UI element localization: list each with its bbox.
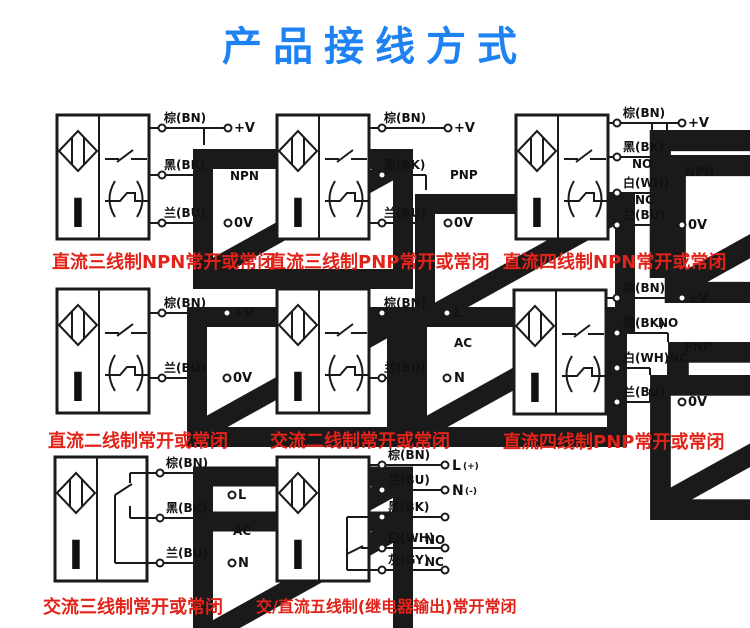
diagram-dc-4wire-npn: 棕(BN) 黑(BK) 白(WH) 兰(BU) NO NC +V 0V NPN … bbox=[498, 100, 750, 270]
wire-label-brown: 棕(BN) bbox=[383, 110, 426, 125]
ac-label: AC bbox=[454, 336, 472, 350]
wiring-diagram-svg: 棕(BN) 兰(BU) +V 0V bbox=[55, 287, 258, 425]
wire-label-blue: 兰(BU) bbox=[623, 207, 665, 222]
wire-label-white: 白(WH)NC bbox=[623, 350, 688, 365]
sensor-body bbox=[55, 113, 151, 241]
output-type-label: NPN bbox=[230, 169, 259, 183]
wire-label-blue: 兰(BU) bbox=[384, 205, 426, 220]
diagram-caption: 直流二线制常开或常闭 bbox=[48, 431, 228, 452]
wire-label-blue: 兰(BU) bbox=[623, 384, 665, 399]
wire-nodes bbox=[612, 118, 687, 230]
output-type-label: PNP bbox=[450, 168, 478, 182]
wiring-diagram-svg: 棕(BN) 兰(BU) 黑(BK) 白(WH) 灰(GY) NO NC L (+… bbox=[275, 447, 479, 583]
wire-label-blue: 兰(BU) bbox=[164, 205, 206, 220]
output-type-label: PNP bbox=[684, 340, 712, 354]
wire-label-black: 黑(BK) bbox=[388, 500, 429, 514]
diagram-dc-3wire-npn: 棕(BN) 黑(BK) 兰(BU) +V 0V NPN 直流三线制NPN常开或常… bbox=[38, 100, 258, 270]
terminal-zero-v: 0V bbox=[688, 218, 707, 233]
sensor-body bbox=[512, 288, 608, 416]
terminal-neutral: N bbox=[454, 371, 465, 386]
terminal-zero-v: 0V bbox=[233, 371, 252, 386]
wires bbox=[149, 312, 223, 379]
wire-nodes bbox=[377, 460, 450, 575]
wire-nodes bbox=[155, 468, 237, 568]
wires bbox=[606, 297, 678, 403]
wire-nodes bbox=[157, 308, 232, 383]
sensor-body bbox=[275, 455, 371, 583]
wire-label-blue: 兰(BU) bbox=[166, 545, 208, 560]
terminal-line-plus: L bbox=[452, 458, 461, 474]
wire-label-brown: 棕(BN) bbox=[163, 295, 206, 310]
diagram-caption: 直流四线制PNP常开或常闭 bbox=[503, 432, 725, 453]
terminal-neutral-minus-sign: (-) bbox=[465, 487, 477, 497]
wiring-diagram-svg: 棕(BN) 黑(BK) 兰(BU) +V 0V PNP bbox=[275, 110, 478, 248]
terminal-line: L bbox=[454, 306, 462, 321]
contact-nc-label: NC bbox=[425, 555, 444, 569]
wires bbox=[346, 464, 441, 571]
wire-label-white: 白(WH) bbox=[388, 530, 434, 545]
terminal-plus-v: +V bbox=[233, 306, 254, 321]
sensor-body bbox=[275, 287, 371, 415]
terminal-plus-v: +V bbox=[688, 291, 709, 306]
wire-label-blue: 兰(BU) bbox=[384, 360, 426, 375]
diagram-caption: 直流四线制NPN常开或常闭 bbox=[503, 252, 727, 273]
terminal-zero-v: 0V bbox=[688, 395, 707, 410]
wire-label-brown: 棕(BN) bbox=[383, 295, 426, 310]
terminal-line: L bbox=[238, 488, 246, 503]
sensor-body bbox=[275, 113, 371, 241]
wiring-diagram-svg: 棕(BN) 黑(BK) 兰(BU) L AC N bbox=[53, 455, 258, 591]
wiring-diagram-svg: 棕(BN) 黑(BK) 白(WH) 兰(BU) NO NC +V 0V NPN bbox=[514, 105, 748, 248]
diagram-caption: 直流三线制PNP常开或常闭 bbox=[268, 252, 490, 273]
wire-label-brown: 棕(BN) bbox=[622, 105, 665, 120]
diagram-caption: 直流三线制NPN常开或常闭 bbox=[52, 252, 276, 273]
wire-nodes bbox=[377, 123, 453, 228]
diagram-5wire-relay: 棕(BN) 兰(BU) 黑(BK) 白(WH) 灰(GY) NO NC L (+… bbox=[250, 447, 525, 618]
contact-no-label: NO bbox=[632, 157, 652, 171]
wire-nodes bbox=[157, 123, 233, 228]
wire-nodes bbox=[612, 293, 687, 407]
wiring-diagram-svg: 棕(BN) 黑(BK) NO 白(WH)NC 兰(BU) +V 0V PNP bbox=[512, 280, 748, 428]
wire-label-blue: 兰(BU) bbox=[388, 472, 430, 487]
terminal-plus-v: +V bbox=[454, 121, 475, 136]
page-title: 产品接线方式 bbox=[222, 24, 528, 70]
wire-label-brown: 棕(BN) bbox=[387, 447, 430, 462]
wire-label-gray: 灰(GY) bbox=[388, 552, 429, 567]
output-type-label: NPN bbox=[685, 165, 714, 179]
terminal-plus-v: +V bbox=[688, 116, 709, 131]
diagram-ac-2wire: 棕(BN) 兰(BU) L AC N 交流二线制常开或常闭 bbox=[258, 283, 478, 452]
wire-label-black: 黑(BK) bbox=[623, 316, 664, 330]
terminal-neutral: N bbox=[238, 556, 249, 571]
wire-label-black: 黑(BK) bbox=[166, 501, 207, 515]
contact-nc-label: NC bbox=[635, 193, 654, 207]
diagram-dc-3wire-pnp: 棕(BN) 黑(BK) 兰(BU) +V 0V PNP 直流三线制PNP常开或常… bbox=[258, 100, 478, 270]
wire-label-white: 白(WH) bbox=[623, 175, 669, 190]
wires bbox=[369, 312, 443, 379]
sensor-body bbox=[55, 287, 151, 415]
diagram-caption: 交流二线制常开或常闭 bbox=[270, 431, 450, 452]
wire-nodes bbox=[377, 308, 452, 383]
wire-label-black: 黑(BK) bbox=[384, 158, 425, 172]
wire-label-brown: 棕(BN) bbox=[163, 110, 206, 125]
wire-label-black: 黑(BK) bbox=[164, 158, 205, 172]
ac-label: AC bbox=[233, 524, 251, 538]
wiring-diagram-svg: 棕(BN) 兰(BU) L AC N bbox=[275, 287, 478, 425]
wiring-diagram-svg: 棕(BN) 黑(BK) 兰(BU) +V 0V NPN bbox=[55, 110, 259, 248]
wire-label-brown: 棕(BN) bbox=[622, 280, 665, 295]
wire-label-black: 黑(BK) bbox=[623, 140, 664, 154]
wire-label-brown: 棕(BN) bbox=[165, 455, 208, 470]
diagram-dc-2wire: 棕(BN) 兰(BU) +V 0V 直流二线制常开或常闭 bbox=[38, 283, 258, 452]
contact-no-label: NO bbox=[658, 316, 678, 330]
terminal-plus-v: +V bbox=[234, 121, 255, 136]
diagram-caption: 交/直流五线制(继电器输出)常开常闭 bbox=[256, 597, 517, 616]
diagram-ac-3wire: 棕(BN) 黑(BK) 兰(BU) L AC N 交流三线制常开或常闭 bbox=[38, 450, 258, 618]
diagram-dc-4wire-pnp: 棕(BN) 黑(BK) NO 白(WH)NC 兰(BU) +V 0V PNP 直… bbox=[498, 280, 750, 448]
terminal-neutral-minus: N bbox=[452, 483, 464, 499]
sensor-body bbox=[514, 113, 610, 241]
terminal-zero-v: 0V bbox=[234, 216, 253, 231]
diagram-caption: 交流三线制常开或常闭 bbox=[43, 597, 223, 618]
terminal-zero-v: 0V bbox=[454, 216, 473, 231]
contact-no-label: NO bbox=[425, 533, 445, 547]
terminal-line-plus-sign: (+) bbox=[463, 462, 479, 472]
wire-label-blue: 兰(BU) bbox=[164, 360, 206, 375]
